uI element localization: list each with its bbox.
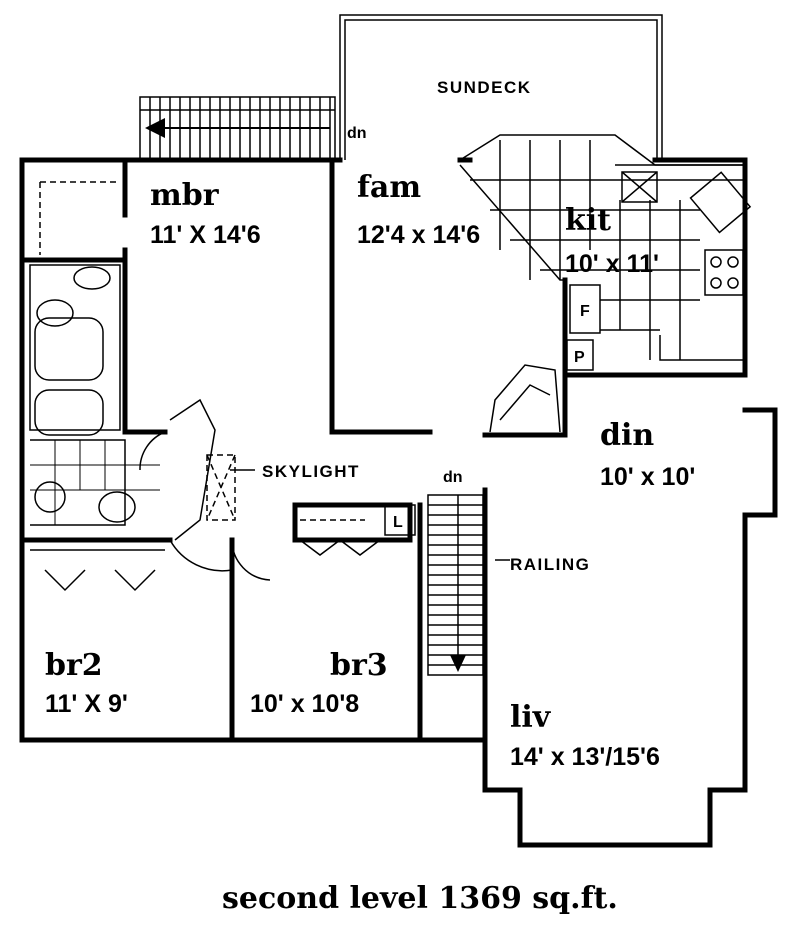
room-name: mbr [150,178,220,213]
room-name: kit [565,203,611,238]
room-kit: kit 10' x 11' [565,203,659,278]
room-name: fam [357,170,421,205]
room-br3: br3 10' x 10'8 [250,648,388,718]
linen-label: L [393,514,403,531]
room-size: 14' x 13'/15'6 [510,743,660,771]
room-din: din 10' x 10' [600,418,695,491]
room-size: 10' x 11' [565,250,659,278]
deck-down-label: dn [347,125,367,142]
skylight [206,454,255,521]
room-fam: fam 12'4 x 14'6 [357,170,480,249]
fridge-label: F [580,303,590,320]
room-size: 10' x 10' [600,463,695,491]
room-br2: br2 11' X 9' [45,648,128,718]
room-name: din [600,418,654,453]
railing-label: RAILING [510,555,590,574]
bathrooms [29,181,160,526]
room-size: 11' X 9' [45,690,128,718]
kitchen-tile [459,134,752,433]
stair-down-label: dn [443,469,463,486]
pantry-label: P [574,349,585,366]
room-name: br3 [330,648,388,683]
sundeck-label: SUNDECK [437,78,532,97]
main-stairs [427,494,510,676]
room-name: br2 [45,648,103,683]
room-size: 11' X 14'6 [150,221,261,249]
closets [30,504,416,592]
room-liv: liv 14' x 13'/15'6 [510,700,660,771]
room-size: 12'4 x 14'6 [357,221,480,249]
plan-caption: second level 1369 sq.ft. [222,881,618,916]
room-mbr: mbr 11' X 14'6 [150,178,261,249]
arrow-left-icon [145,118,330,138]
skylight-label: SKYLIGHT [262,462,360,481]
doors [139,398,271,581]
sundeck [339,14,663,160]
room-name: liv [510,700,552,735]
room-size: 10' x 10'8 [250,690,359,718]
